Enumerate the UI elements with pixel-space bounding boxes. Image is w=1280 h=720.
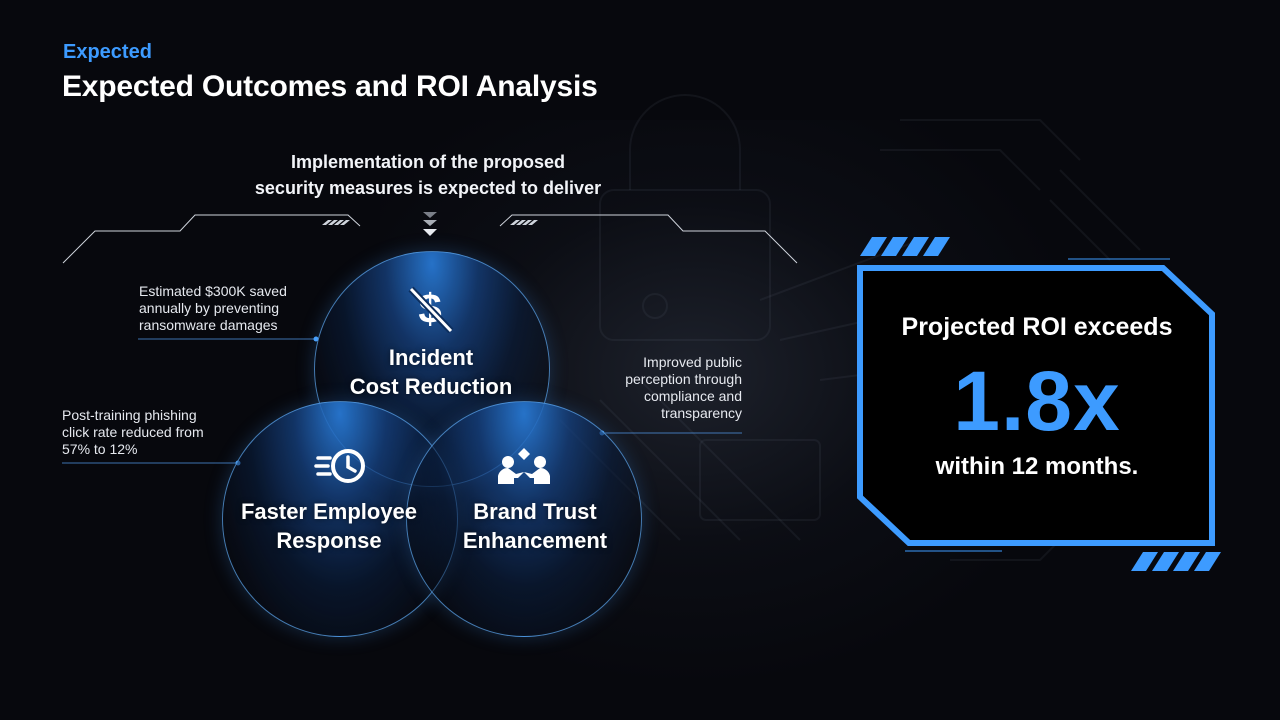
note-line: perception through xyxy=(625,371,742,387)
outcome-label-line: Cost Reduction xyxy=(349,374,513,399)
outcome-label-faster-response: Faster Employee Response xyxy=(212,497,446,555)
note-line: transparency xyxy=(661,405,742,421)
roi-footer: within 12 months. xyxy=(935,453,1139,480)
note-incident-cost: Estimated $300K saved annually by preven… xyxy=(139,283,287,334)
roi-heading: Projected ROI exceeds xyxy=(901,313,1173,341)
handshake-icon xyxy=(498,448,550,484)
no-dollar-icon: $ xyxy=(408,285,454,333)
note-line: Improved public xyxy=(643,354,742,370)
outcome-label-line: Faster Employee xyxy=(240,499,418,524)
outcome-label-line: Enhancement xyxy=(462,528,608,553)
note-line: Estimated $300K saved xyxy=(139,283,287,299)
intro-text: Implementation of the proposed security … xyxy=(190,149,666,201)
fast-clock-icon xyxy=(314,449,365,483)
roi-value: 1.8x xyxy=(953,354,1121,448)
outcome-label-line: Incident xyxy=(388,345,474,370)
outcome-circle-brand-trust xyxy=(406,401,642,637)
note-line: 57% to 12% xyxy=(62,441,138,457)
note-line: compliance and xyxy=(643,388,742,404)
page-title: Expected Outcomes and ROI Analysis xyxy=(62,70,598,103)
intro-line-1: Implementation of the proposed xyxy=(290,152,565,172)
note-line: Post-training phishing xyxy=(62,407,197,423)
down-chevrons-icon xyxy=(423,212,437,236)
section-kicker: Expected xyxy=(63,41,152,63)
intro-line-2: security measures is expected to deliver xyxy=(254,178,602,198)
outcome-label-line: Response xyxy=(276,528,382,553)
note-line: ransomware damages xyxy=(139,317,278,333)
note-line: annually by preventing xyxy=(139,300,280,316)
note-brand-trust: Improved public perception through compl… xyxy=(592,354,742,422)
note-line: click rate reduced from xyxy=(62,424,204,440)
outcome-label-incident-cost: Incident Cost Reduction xyxy=(314,343,548,401)
outcome-label-brand-trust: Brand Trust Enhancement xyxy=(418,497,652,555)
outcome-label-line: Brand Trust xyxy=(473,499,597,524)
note-faster-response: Post-training phishing click rate reduce… xyxy=(62,407,204,458)
